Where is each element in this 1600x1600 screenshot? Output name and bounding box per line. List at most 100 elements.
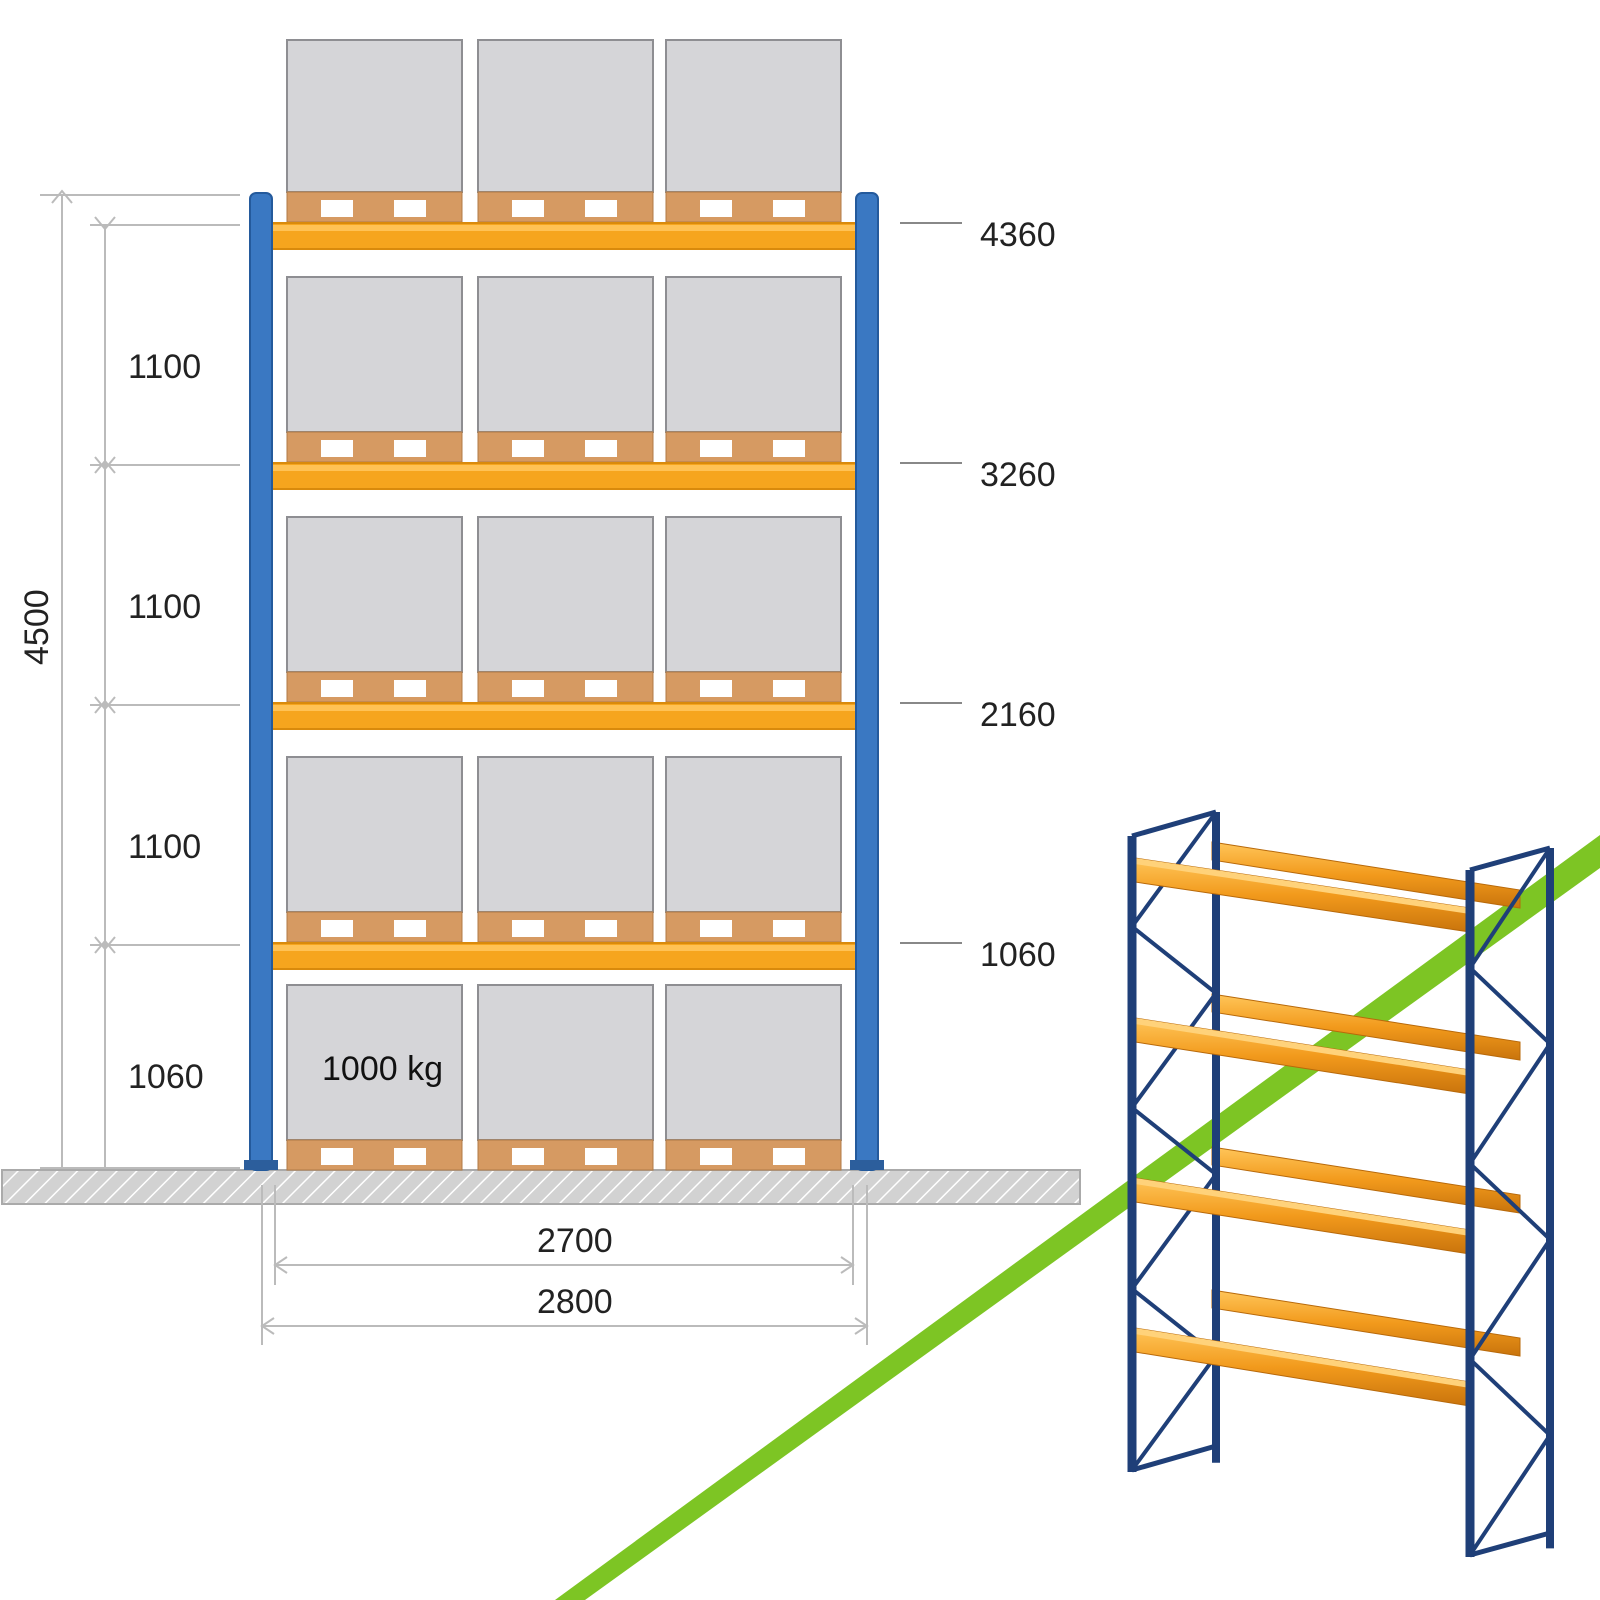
pallet-opening (700, 680, 732, 697)
left-frame-brace (1130, 1354, 1218, 1472)
pallet-opening (321, 1148, 353, 1165)
pallet-box (286, 276, 463, 433)
pallet-opening (773, 1148, 805, 1165)
pallet-opening (321, 440, 353, 457)
pallet-opening (700, 440, 732, 457)
left-frame-brace (1131, 1443, 1217, 1473)
beam-highlight (266, 945, 864, 951)
pallet-box (665, 276, 842, 433)
level-tick-lines (900, 222, 962, 944)
pallet-opening (585, 680, 617, 697)
wooden-pallet (286, 191, 463, 223)
wooden-pallet (286, 671, 463, 703)
pallet-opening (773, 440, 805, 457)
level-height-label: 1060 (980, 936, 1056, 974)
pallet-opening (585, 440, 617, 457)
front-beam-highlight (1135, 1178, 1470, 1236)
level-height-label: 3260 (980, 456, 1056, 494)
beam-highlight (266, 705, 864, 711)
pallet-opening (773, 200, 805, 217)
front-beam-highlight (1135, 1328, 1470, 1388)
left-baseplate (244, 1160, 278, 1170)
pallet-opening (394, 680, 426, 697)
front-beam-highlight (1135, 858, 1470, 914)
pallet-box (477, 984, 654, 1141)
pallet-box (286, 516, 463, 673)
pallet-box (477, 39, 654, 193)
wooden-pallet (665, 191, 842, 223)
gap-height-label: 1100 (128, 588, 201, 626)
front-beam-highlight (1135, 1018, 1470, 1076)
right-frame-brace (1469, 1530, 1551, 1558)
right-frame-brace (1468, 1238, 1552, 1361)
height-dimension-lines (40, 189, 240, 1169)
right-frame-brace (1468, 1434, 1552, 1557)
pallet-opening (512, 440, 544, 457)
pallet-opening (394, 440, 426, 457)
right-frame-brace (1469, 845, 1551, 873)
wooden-pallet (477, 671, 654, 703)
wooden-pallet (665, 911, 842, 943)
right-frame-brace (1468, 1162, 1552, 1241)
right-upright (855, 192, 879, 1171)
pallet-opening (512, 1148, 544, 1165)
inner-width-label: 2700 (537, 1222, 613, 1260)
width-dimension-lines (260, 1185, 869, 1345)
level-height-label: 4360 (980, 216, 1056, 254)
wooden-pallet (665, 431, 842, 463)
pallet-opening (321, 680, 353, 697)
pallet-box (477, 276, 654, 433)
pallet-box (665, 39, 842, 193)
left-frame-brace (1130, 991, 1218, 1109)
pallet-box (665, 516, 842, 673)
pallet-box (477, 516, 654, 673)
pallet-opening (585, 1148, 617, 1165)
pallet-box (665, 984, 842, 1141)
floor (1, 1169, 1081, 1205)
pallet-opening (700, 200, 732, 217)
pallet-opening (700, 1148, 732, 1165)
level-height-label: 2160 (980, 696, 1056, 734)
left-frame-brace (1130, 1106, 1218, 1176)
pallet-opening (512, 680, 544, 697)
total-height-label: 4500 (18, 589, 56, 665)
pallet-opening (512, 200, 544, 217)
pallet-box (286, 756, 463, 913)
left-frame-brace (1130, 925, 1218, 995)
gap-height-label: 1100 (128, 828, 201, 866)
pallet-loads (286, 39, 842, 1171)
pallet-opening (773, 920, 805, 937)
wooden-pallet (477, 911, 654, 943)
wooden-pallet (286, 911, 463, 943)
pallet-opening (321, 920, 353, 937)
pallet-opening (585, 200, 617, 217)
left-upright (249, 192, 273, 1171)
wooden-pallet (477, 431, 654, 463)
pallet-opening (773, 680, 805, 697)
pallet-opening (394, 1148, 426, 1165)
wooden-pallet (477, 1139, 654, 1171)
pallet-opening (585, 920, 617, 937)
beam-highlight (266, 465, 864, 471)
rack-3d-illustration (1127, 809, 1554, 1558)
pallet-opening (700, 920, 732, 937)
pallet-opening (512, 920, 544, 937)
left-frame-brace (1131, 809, 1217, 839)
pallet-opening (394, 200, 426, 217)
pallet-opening (321, 200, 353, 217)
load-label: 1000 kg (322, 1050, 443, 1088)
right-frame-brace (1468, 966, 1552, 1046)
pallet-box (286, 39, 463, 193)
pallet-box (665, 756, 842, 913)
beam-highlight (266, 225, 864, 231)
pallet-opening (394, 920, 426, 937)
right-frame-brace (1468, 846, 1552, 969)
right-frame-brace (1468, 1042, 1552, 1165)
right-frame-brace (1468, 1357, 1552, 1437)
gap-height-label: 1100 (128, 348, 201, 386)
wooden-pallet (665, 1139, 842, 1171)
pallet-box (477, 756, 654, 913)
wooden-pallet (477, 191, 654, 223)
wooden-pallet (665, 671, 842, 703)
